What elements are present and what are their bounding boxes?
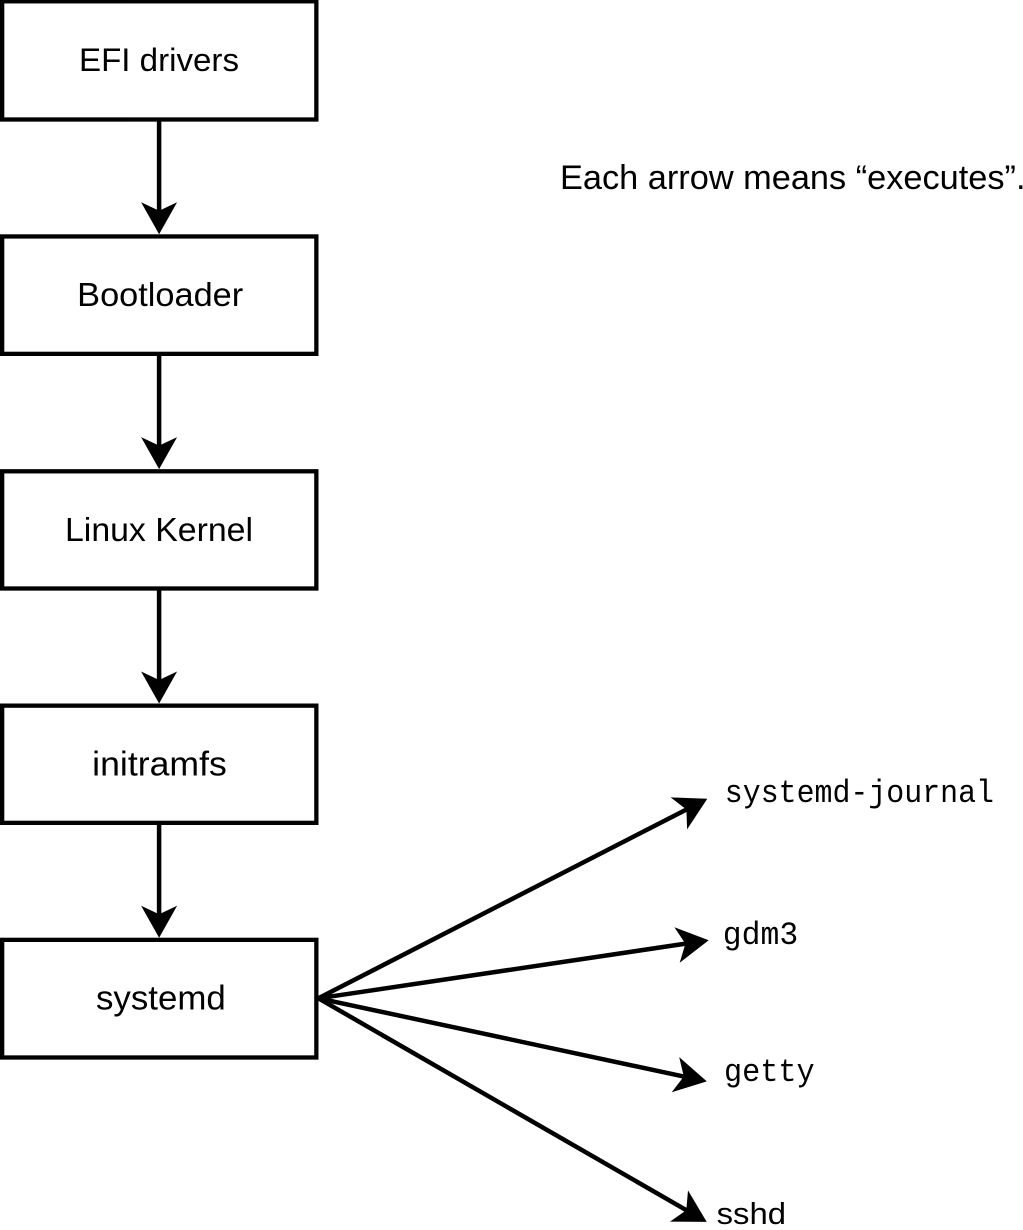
svg-text:systemd-journal: systemd-journal — [725, 775, 994, 812]
svg-text:getty: getty — [724, 1054, 815, 1091]
svg-text:Bootloader: Bootloader — [77, 277, 243, 314]
svg-text:Linux Kernel: Linux Kernel — [65, 511, 253, 548]
svg-text:systemd: systemd — [96, 979, 226, 1017]
svg-text:gdm3: gdm3 — [723, 917, 798, 954]
svg-text:Each arrow means “executes”.: Each arrow means “executes”. — [560, 159, 1023, 197]
svg-text:initramfs: initramfs — [92, 745, 227, 783]
svg-text:sshd: sshd — [717, 1197, 786, 1230]
svg-text:EFI drivers: EFI drivers — [79, 42, 239, 78]
